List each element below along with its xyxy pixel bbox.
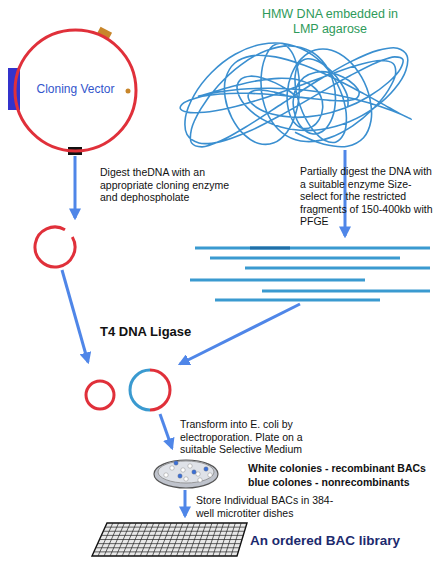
plasmid-circle: Cloning Vector — [13, 28, 138, 153]
colony — [188, 464, 192, 468]
dna-fragment — [250, 247, 290, 250]
node-text: HMW DNA embedded in LMP agarose — [253, 7, 407, 37]
node-text: blue colones - nonrecombinants — [248, 476, 428, 489]
step-arrow — [62, 270, 88, 362]
dna-fragment — [245, 267, 430, 270]
step-label: Transform into E. coli by electroporatio… — [180, 418, 310, 456]
colony — [164, 473, 168, 477]
step-arrow — [74, 156, 77, 218]
vector-marker — [126, 89, 131, 94]
recombinant-insert — [130, 370, 150, 410]
plate-grid — [100, 539, 243, 540]
dna-strand — [180, 43, 411, 147]
plate-outline — [92, 523, 247, 556]
plate-grid — [105, 527, 246, 528]
dish-rim — [154, 460, 218, 488]
petri-plate-node: White colonies - recombinant BACsblue co… — [150, 452, 428, 490]
recombinant-vector — [150, 370, 170, 410]
colony — [198, 478, 202, 482]
step-label: T4 DNA Ligase — [100, 324, 240, 340]
hmw-dna-tangle — [180, 43, 411, 147]
step-arrow — [180, 304, 300, 364]
colony — [184, 477, 188, 481]
dna-fragment — [215, 299, 380, 302]
plate-grid — [103, 531, 244, 532]
colony — [178, 474, 182, 478]
node-text: Cloning Vector — [13, 82, 138, 96]
edge-label: Store Individual BACs in 384-well microt… — [196, 494, 346, 519]
colony — [196, 472, 200, 476]
step-label: Partially digest the DNA with a suitable… — [300, 165, 436, 228]
colony — [192, 470, 196, 474]
linearized-vector — [35, 227, 75, 267]
dna-fragment — [190, 279, 365, 282]
religated-vector — [86, 381, 114, 409]
bac-library: An ordered BAC library — [90, 518, 430, 558]
colony — [208, 473, 212, 477]
petri-dish — [154, 460, 218, 488]
plate-grid — [98, 543, 241, 544]
colony — [170, 466, 174, 470]
dna-fragments — [190, 248, 430, 300]
plate-grid — [101, 535, 243, 536]
colony — [204, 467, 208, 471]
dna-sample: HMW DNA embedded in LMP agarose — [165, 5, 430, 153]
colony — [181, 468, 185, 472]
step-label: Digest theDNA with an appropriate clonin… — [100, 166, 240, 204]
colonies — [164, 461, 212, 482]
flow-arrow — [184, 490, 187, 516]
colony — [174, 461, 178, 465]
microtiter-plate — [92, 523, 247, 556]
plate-grid — [96, 547, 240, 548]
dna-fragment — [210, 257, 400, 260]
node-text: White colonies - recombinant BACs — [248, 462, 428, 475]
dna-fragment — [195, 247, 430, 250]
step-arrow — [160, 414, 172, 448]
dish-agar — [158, 461, 214, 483]
dna-fragment — [262, 290, 430, 293]
node-text: An ordered BAC library — [250, 533, 428, 549]
plate-grid — [94, 551, 238, 552]
